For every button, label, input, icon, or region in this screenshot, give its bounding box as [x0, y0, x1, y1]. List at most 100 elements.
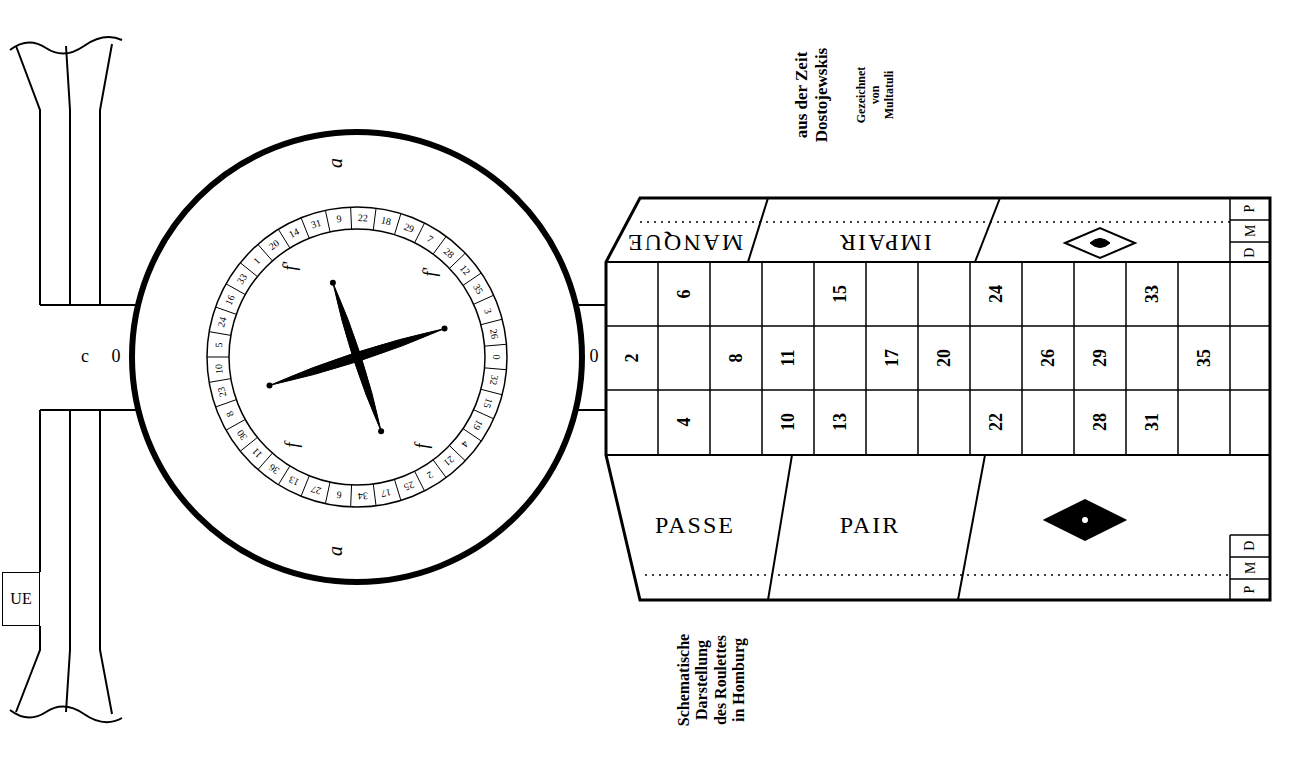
column-cell: D	[1231, 244, 1269, 262]
table-number: 22	[986, 413, 1007, 431]
table-number: 26	[1038, 349, 1059, 367]
field-text: 0	[590, 347, 599, 367]
field-text: PASSE	[655, 512, 735, 538]
field-divider	[958, 455, 985, 600]
diagram-title: Schematische Darstellung des Roulettes i…	[675, 634, 749, 726]
dotted-line	[640, 221, 1230, 223]
band-line	[40, 409, 140, 411]
column-cell: M	[1231, 558, 1269, 578]
ring-divider	[209, 332, 231, 336]
table-number: 6	[674, 290, 695, 299]
grid-line	[606, 389, 1270, 391]
grid-line	[761, 262, 763, 455]
field-divider	[748, 198, 768, 262]
table-number: 31	[1142, 413, 1163, 431]
lane-field: c	[79, 345, 91, 369]
grid-line	[1229, 262, 1231, 455]
author-note: Gezeichnet von Multatuli	[855, 67, 896, 124]
grid-line	[917, 262, 919, 455]
ring-divider	[394, 479, 400, 500]
number-ring-inner	[229, 229, 485, 485]
diamond-emblem	[1090, 239, 1110, 248]
field-text: D	[1242, 248, 1257, 258]
table-number: 24	[986, 285, 1007, 303]
lane-line	[66, 410, 70, 712]
ring-divider	[301, 218, 309, 238]
broken-edge	[10, 37, 122, 53]
needle-short	[333, 283, 381, 431]
table-number: 10	[778, 413, 799, 431]
ring-divider	[216, 307, 237, 314]
field-text: D	[1242, 541, 1257, 551]
ring-dividers	[207, 207, 506, 507]
cell-line	[1230, 556, 1270, 558]
lane-line	[100, 410, 112, 714]
ring-divider	[485, 344, 507, 346]
bet-field: PASSE	[653, 510, 737, 540]
diamond-filled	[1045, 500, 1125, 540]
callout-letter: a	[324, 546, 347, 556]
needle-tip	[442, 326, 448, 332]
table-number: 33	[1142, 285, 1163, 303]
ring-divider	[373, 484, 376, 506]
field-text: M	[1242, 562, 1257, 574]
grid-line	[865, 262, 867, 455]
wheel-number: 26	[487, 328, 500, 340]
grid-line	[969, 262, 971, 455]
cell-line	[1230, 241, 1270, 243]
broken-edge	[10, 706, 122, 722]
ring-divider	[474, 410, 494, 419]
table-edge	[16, 46, 40, 305]
betting-table	[606, 198, 1270, 600]
field-text: IMPAIR	[838, 230, 932, 256]
roulette-wheel	[132, 132, 582, 582]
heading-note: aus der Zeit Dostojewskis	[792, 48, 831, 142]
wheel-number: 22	[358, 212, 368, 224]
grid-line	[606, 261, 1270, 263]
ring-divider	[373, 208, 376, 230]
table-number: 8	[726, 354, 747, 363]
ring-divider	[325, 482, 330, 504]
cell-line	[1229, 535, 1231, 600]
grid-line	[1073, 262, 1075, 455]
needle-tip	[330, 280, 336, 286]
ring-divider	[350, 485, 352, 507]
callout-letter: f	[412, 443, 433, 448]
table-number: 28	[1090, 413, 1111, 431]
cell-line	[1229, 198, 1231, 262]
grid-line	[657, 262, 659, 455]
cell-line	[1230, 534, 1270, 536]
needle-tip	[267, 382, 273, 388]
table-edge	[39, 410, 41, 572]
table-number: 11	[778, 349, 799, 366]
bet-field: PAIR	[838, 510, 902, 540]
ring-divider	[415, 471, 425, 491]
callout-letter: f'	[420, 268, 441, 277]
field-text: M	[1242, 225, 1257, 237]
table-number: 2	[622, 354, 643, 363]
needle-tip	[378, 428, 384, 434]
table-outline	[606, 198, 1270, 600]
grid-columns	[658, 262, 1230, 455]
lane-line	[66, 46, 70, 305]
needle-hub	[353, 353, 361, 361]
field-text: 0	[112, 347, 121, 367]
wheel-rim	[132, 132, 582, 582]
cell-line	[1230, 578, 1270, 580]
ring-divider	[394, 214, 400, 235]
table-number: 4	[674, 418, 695, 427]
grid-line	[606, 325, 1270, 327]
ring-divider	[481, 389, 502, 395]
table-edge	[16, 626, 40, 712]
dotted-line	[645, 574, 1230, 576]
table-number: 29	[1090, 349, 1111, 367]
cell-line	[1230, 219, 1270, 221]
table-number: 20	[934, 349, 955, 367]
field-text: PAIR	[840, 512, 900, 538]
bet-field: IMPAIR	[836, 228, 934, 258]
field-text: MANQUE	[626, 230, 743, 256]
ring-divider	[216, 400, 237, 407]
callout-letter: f	[282, 442, 303, 447]
